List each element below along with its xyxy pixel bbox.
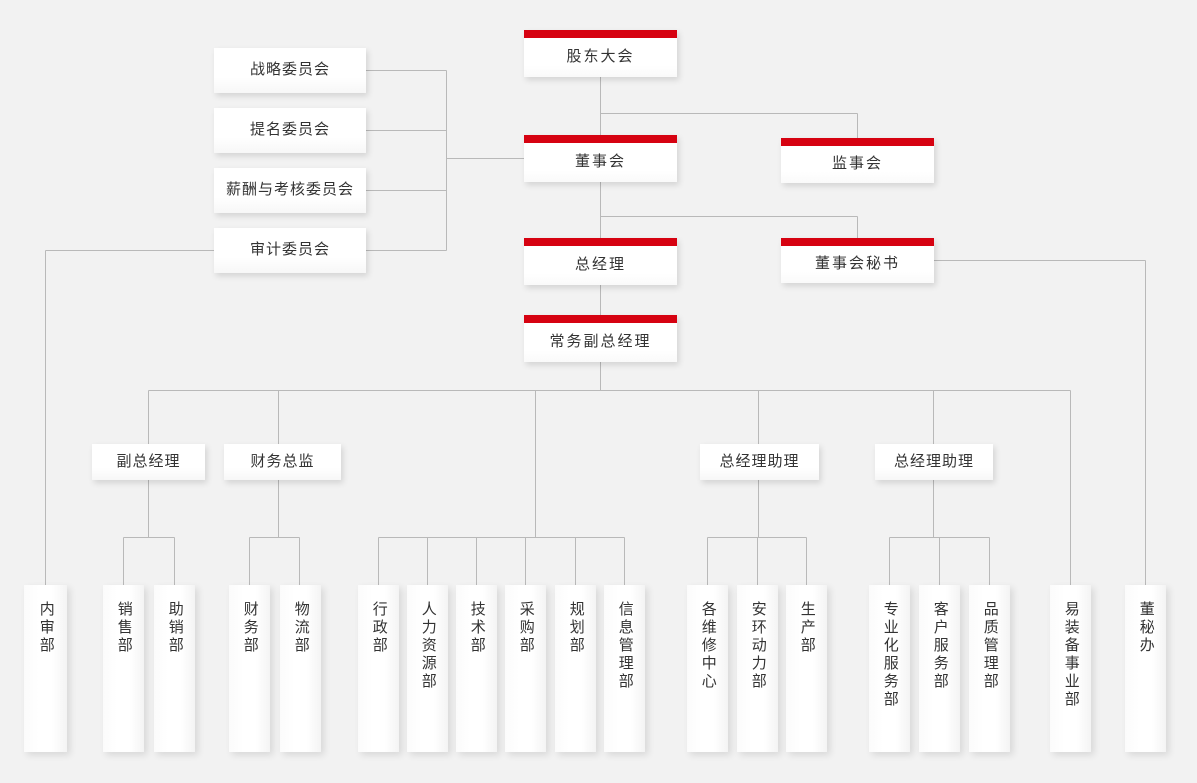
node-label: 客户服务部 (931, 601, 949, 691)
node-info-management[interactable]: 信息管理部 (604, 585, 645, 752)
node-general-manager[interactable]: 总经理 (524, 238, 677, 285)
node-internal-audit[interactable]: 内审部 (24, 585, 67, 752)
node-nomination-committee[interactable]: 提名委员会 (214, 108, 366, 153)
node-procurement[interactable]: 采购部 (505, 585, 546, 752)
node-label: 人力资源部 (419, 601, 437, 691)
node-board-secretary[interactable]: 董事会秘书 (781, 238, 934, 283)
node-customer-service[interactable]: 客户服务部 (919, 585, 960, 752)
node-label: 总经理 (574, 256, 626, 274)
node-label: 副总经理 (116, 452, 181, 470)
node-board[interactable]: 董事会 (524, 135, 677, 182)
node-cfo[interactable]: 财务总监 (224, 444, 341, 480)
node-label: 总经理助理 (893, 452, 974, 470)
node-label: 行政部 (370, 601, 388, 655)
node-gm-assistant-1[interactable]: 总经理助理 (700, 444, 819, 480)
node-label: 财务部 (241, 601, 259, 655)
node-label: 常务副总经理 (549, 333, 652, 351)
node-finance[interactable]: 财务部 (229, 585, 270, 752)
node-sales-support[interactable]: 助销部 (154, 585, 195, 752)
node-label: 战略委员会 (249, 61, 330, 79)
node-planning[interactable]: 规划部 (555, 585, 596, 752)
node-label: 助销部 (166, 601, 184, 655)
node-label: 董事会 (574, 153, 626, 171)
node-label: 安环动力部 (749, 601, 767, 691)
node-label: 董事会秘书 (814, 255, 900, 273)
node-shareholders[interactable]: 股东大会 (524, 30, 677, 77)
node-label: 生产部 (798, 601, 816, 655)
node-label: 品质管理部 (981, 601, 999, 691)
node-label: 销售部 (115, 601, 133, 655)
node-supervisors[interactable]: 监事会 (781, 138, 934, 183)
node-label: 技术部 (468, 601, 486, 655)
node-label: 股东大会 (566, 48, 635, 66)
node-label: 审计委员会 (249, 241, 330, 259)
node-gm-assistant-2[interactable]: 总经理助理 (875, 444, 993, 480)
node-professional-service[interactable]: 专业化服务部 (869, 585, 910, 752)
node-label: 提名委员会 (249, 121, 330, 139)
node-label: 监事会 (831, 155, 883, 173)
node-label: 总经理助理 (719, 452, 800, 470)
node-human-resources[interactable]: 人力资源部 (407, 585, 448, 752)
node-label: 内审部 (37, 601, 55, 655)
node-label: 董秘办 (1137, 601, 1155, 655)
node-label: 专业化服务部 (881, 601, 899, 709)
node-executive-vice-gm[interactable]: 常务副总经理 (524, 315, 677, 362)
node-label: 易装备事业部 (1062, 601, 1080, 709)
node-technology[interactable]: 技术部 (456, 585, 497, 752)
node-label: 信息管理部 (616, 601, 634, 691)
node-label: 各维修中心 (699, 601, 717, 691)
node-production[interactable]: 生产部 (786, 585, 827, 752)
node-sales[interactable]: 销售部 (103, 585, 144, 752)
node-compensation-committee[interactable]: 薪酬与考核委员会 (214, 168, 366, 213)
node-strategy-committee[interactable]: 战略委员会 (214, 48, 366, 93)
node-label: 物流部 (292, 601, 310, 655)
node-label: 财务总监 (250, 452, 315, 470)
node-maintenance-centers[interactable]: 各维修中心 (687, 585, 728, 752)
node-secretary-office[interactable]: 董秘办 (1125, 585, 1166, 752)
node-safety-power[interactable]: 安环动力部 (737, 585, 778, 752)
node-easy-equipment-division[interactable]: 易装备事业部 (1050, 585, 1091, 752)
node-administration[interactable]: 行政部 (358, 585, 399, 752)
node-audit-committee[interactable]: 审计委员会 (214, 228, 366, 273)
node-quality-management[interactable]: 品质管理部 (969, 585, 1010, 752)
node-label: 薪酬与考核委员会 (225, 181, 354, 199)
node-vice-general-manager[interactable]: 副总经理 (92, 444, 205, 480)
node-logistics[interactable]: 物流部 (280, 585, 321, 752)
node-label: 采购部 (517, 601, 535, 655)
node-label: 规划部 (567, 601, 585, 655)
